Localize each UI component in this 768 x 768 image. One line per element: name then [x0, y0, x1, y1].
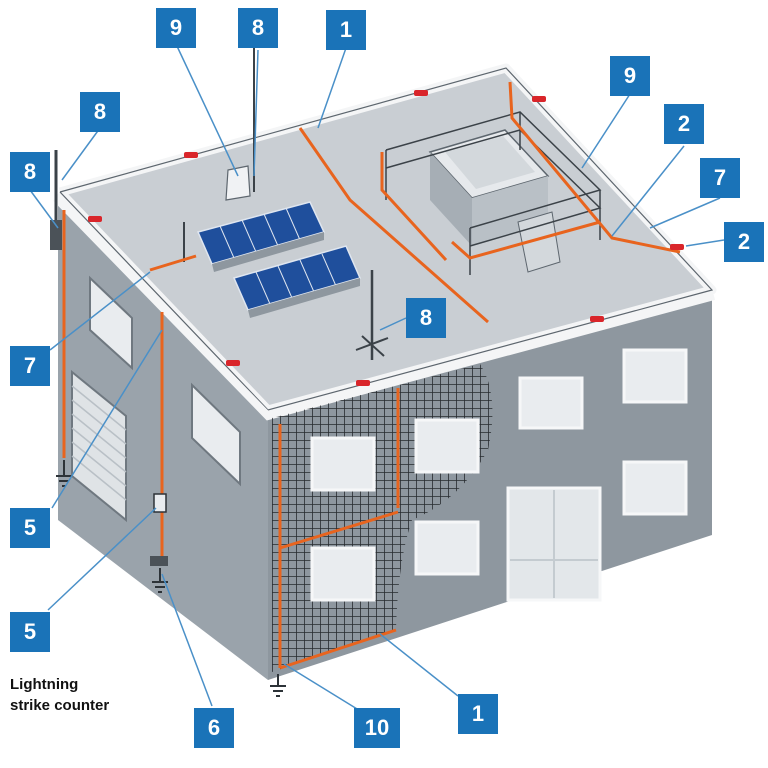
callout-1-top: 1 — [326, 10, 366, 50]
callout-7-left: 7 — [10, 346, 50, 386]
callout-2-lower: 2 — [724, 222, 764, 262]
strike-counter-caption: Lightning strike counter — [10, 674, 160, 716]
parapet-markers — [88, 90, 684, 386]
front-window — [518, 376, 584, 430]
down-conductors — [62, 210, 400, 670]
roof-conductors — [149, 81, 681, 324]
front-window — [622, 460, 688, 516]
roof-railing — [385, 111, 602, 275]
strike-counter-box — [153, 493, 167, 513]
front-window — [622, 348, 688, 404]
roof-stairwell-side — [430, 152, 472, 246]
left-wall-window — [89, 275, 133, 371]
callout-10: 10 — [354, 708, 400, 748]
callout-8-top: 8 — [238, 8, 278, 48]
roof-stairwell-inner — [445, 136, 535, 189]
left-wall-window — [191, 382, 241, 487]
mesh-window — [310, 546, 376, 602]
callout-2-upper: 2 — [664, 104, 704, 144]
callout-9-left: 9 — [156, 8, 196, 48]
front-window — [414, 520, 480, 576]
callout-8-mast: 8 — [80, 92, 120, 132]
mesh-window — [414, 418, 480, 474]
solar-mount — [248, 278, 360, 318]
leader-lines — [29, 43, 725, 713]
roof-stairs — [517, 211, 561, 273]
test-joint-box — [150, 556, 168, 566]
mesh-window — [310, 436, 376, 492]
parapet-front-face — [53, 195, 716, 421]
parapet-outline — [59, 67, 714, 411]
solar-cell-grid — [219, 207, 337, 305]
corner-mast-clamp — [50, 220, 62, 250]
garage-door-slats — [71, 385, 127, 501]
callout-1-bottom: 1 — [458, 694, 498, 734]
callout-6: 6 — [194, 708, 234, 748]
solar-mount — [212, 232, 324, 272]
ground-symbols — [56, 460, 286, 697]
air-termination-base — [361, 335, 385, 357]
callout-8-center: 8 — [406, 298, 446, 338]
callout-7-right: 7 — [700, 158, 740, 198]
callout-5-lower: 5 — [10, 612, 50, 652]
caption-line-1: Lightning — [10, 676, 79, 693]
callout-5-upper: 5 — [10, 508, 50, 548]
roof-stairwell-front — [472, 176, 548, 246]
callout-9-right: 9 — [610, 56, 650, 96]
roof-vent — [225, 165, 251, 201]
roof-surface — [60, 68, 712, 410]
callout-8-left: 8 — [10, 152, 50, 192]
caption-line-2: strike counter — [10, 697, 110, 714]
